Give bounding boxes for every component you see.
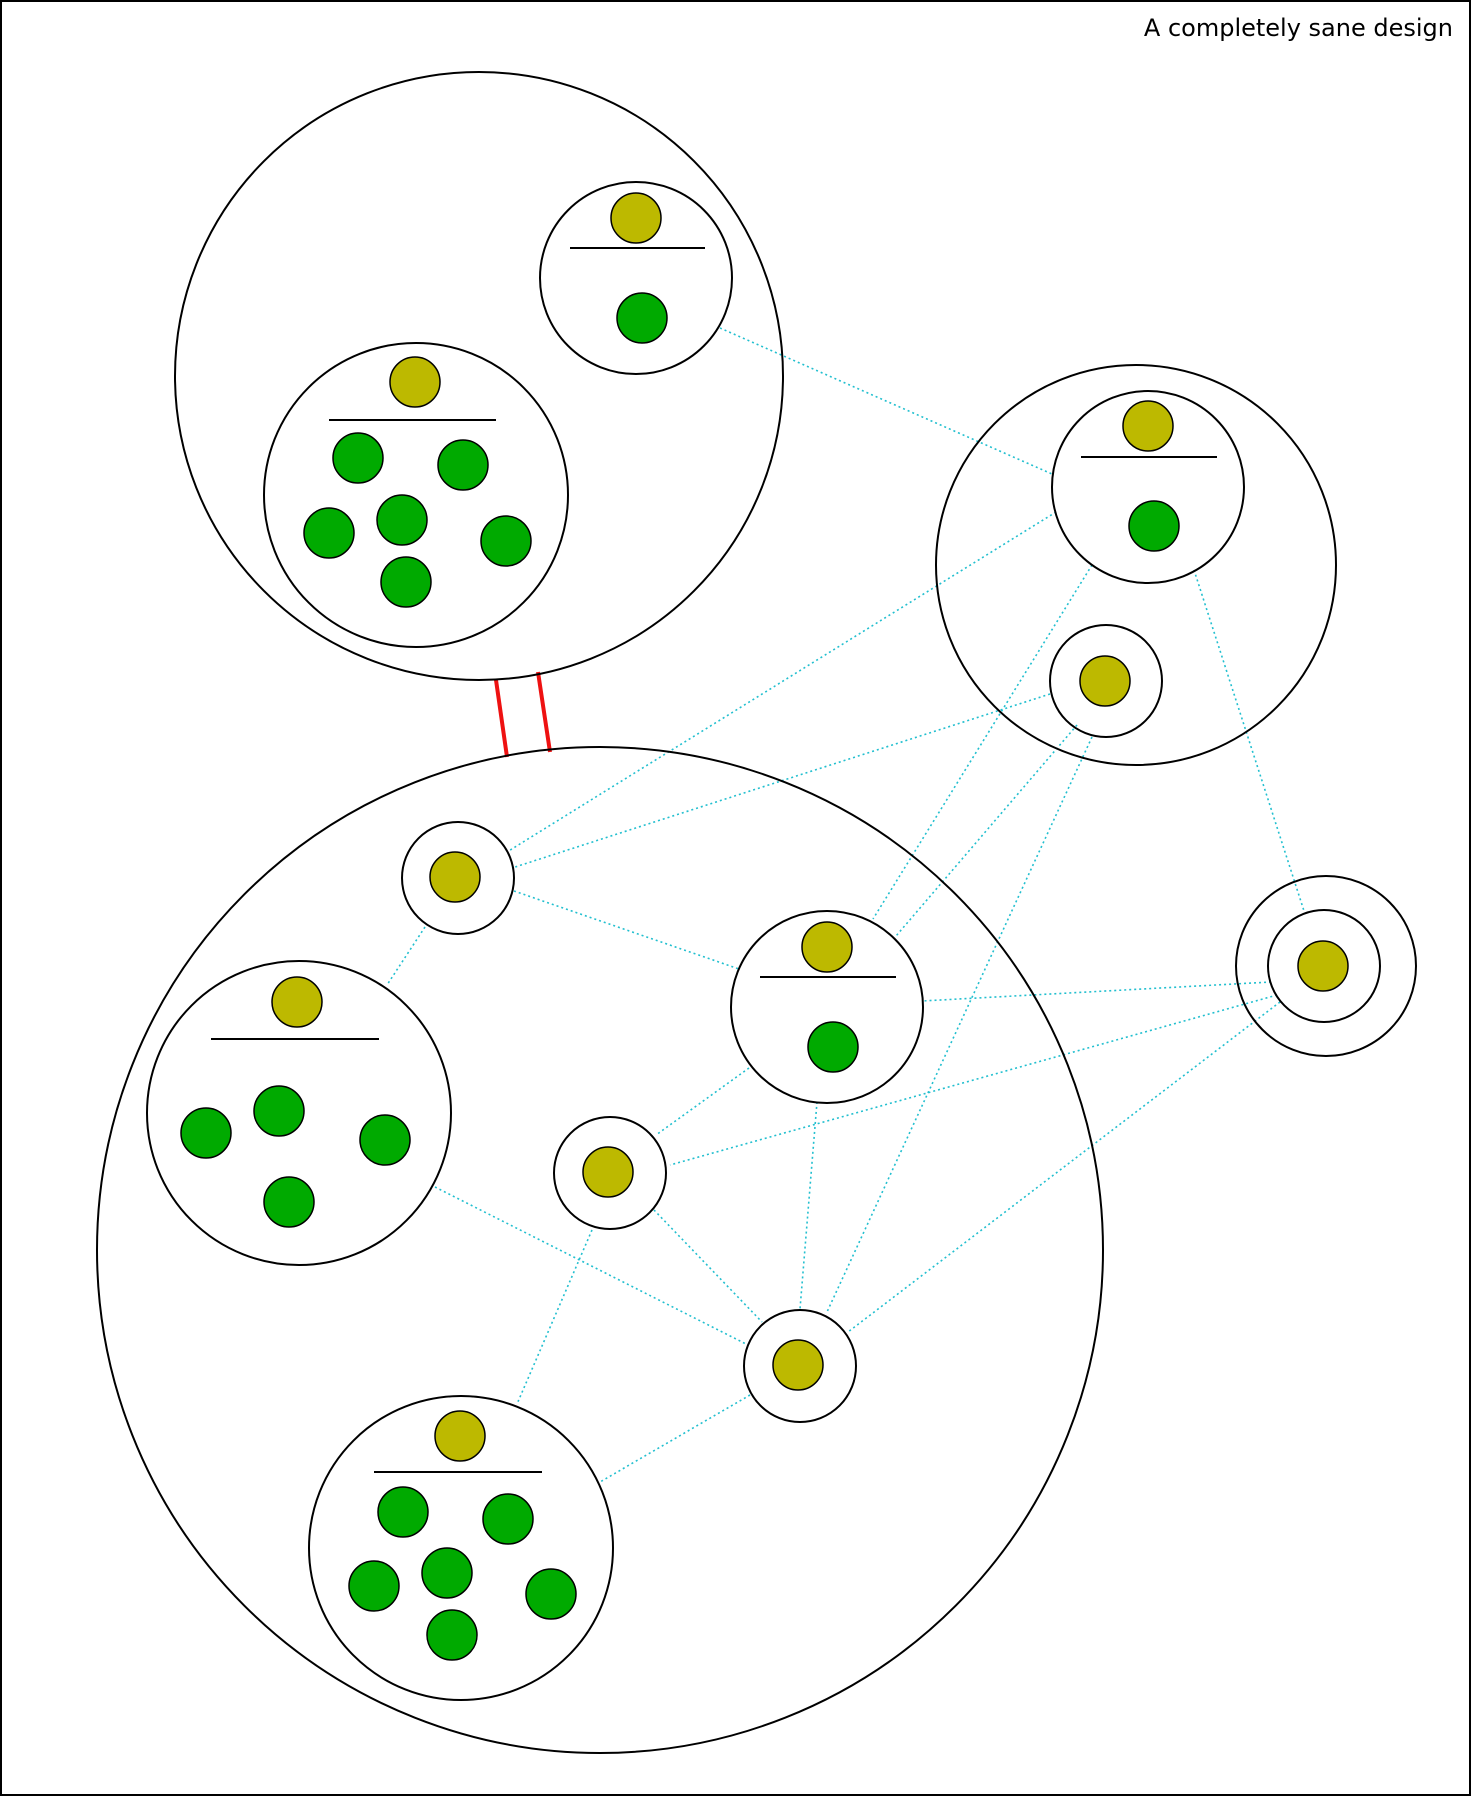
cluster-right [935, 364, 1337, 766]
connection-line [895, 724, 1078, 937]
cluster-top-left [174, 71, 784, 681]
connection-line [847, 1001, 1281, 1333]
group-node [539, 181, 733, 375]
single-node [401, 821, 515, 935]
green-node [380, 556, 432, 608]
yellow-node [1297, 940, 1349, 992]
green-node [525, 1568, 577, 1620]
green-node [332, 432, 384, 484]
group-node [1051, 390, 1245, 584]
connection-line [653, 1209, 763, 1323]
connection-line [872, 564, 1093, 920]
yellow-node [429, 851, 481, 903]
yellow-node [610, 192, 662, 244]
connection-line [513, 890, 740, 970]
single-node [743, 1309, 857, 1423]
yellow-node [389, 356, 441, 408]
connection-line [719, 327, 1053, 475]
cluster-bottom [96, 746, 1104, 1754]
yellow-node [582, 1146, 634, 1198]
red-link [494, 679, 509, 758]
diagram-title: A completely sane design [1143, 14, 1453, 42]
connection-line [655, 1067, 750, 1136]
yellow-node [772, 1339, 824, 1391]
connection-line [921, 981, 1272, 1002]
group-node-large [146, 960, 452, 1266]
connection-line [516, 1229, 593, 1405]
green-node [359, 1114, 411, 1166]
group-node-large [308, 1395, 614, 1701]
green-node [377, 1486, 429, 1538]
group-node [730, 910, 924, 1104]
green-node [376, 494, 428, 546]
green-node [263, 1176, 315, 1228]
green-node [253, 1085, 305, 1137]
green-node [616, 292, 668, 344]
outer-ring-node [1235, 875, 1417, 1057]
connection-line [826, 736, 1093, 1313]
connection-line [669, 994, 1278, 1166]
green-node [437, 439, 489, 491]
connection-line [1193, 569, 1306, 915]
yellow-node [434, 1410, 486, 1462]
green-node [480, 515, 532, 567]
green-node [1128, 500, 1180, 552]
connection-line [799, 1101, 818, 1310]
red-link [536, 671, 552, 753]
green-node [482, 1493, 534, 1545]
connection-line [511, 693, 1051, 869]
yellow-node [801, 921, 853, 973]
connection-line [434, 1186, 747, 1345]
yellow-node [1079, 655, 1131, 707]
connection-line [386, 926, 426, 986]
green-node [421, 1547, 473, 1599]
connection-line [599, 1394, 751, 1483]
group-node-large [263, 342, 569, 648]
yellow-node [271, 976, 323, 1028]
single-node [1267, 909, 1381, 1023]
green-node [807, 1021, 859, 1073]
green-node [348, 1560, 400, 1612]
single-node [1049, 624, 1163, 738]
green-node [426, 1609, 478, 1661]
green-node [180, 1107, 232, 1159]
single-node [553, 1116, 667, 1230]
green-node [303, 507, 355, 559]
yellow-node [1122, 400, 1174, 452]
